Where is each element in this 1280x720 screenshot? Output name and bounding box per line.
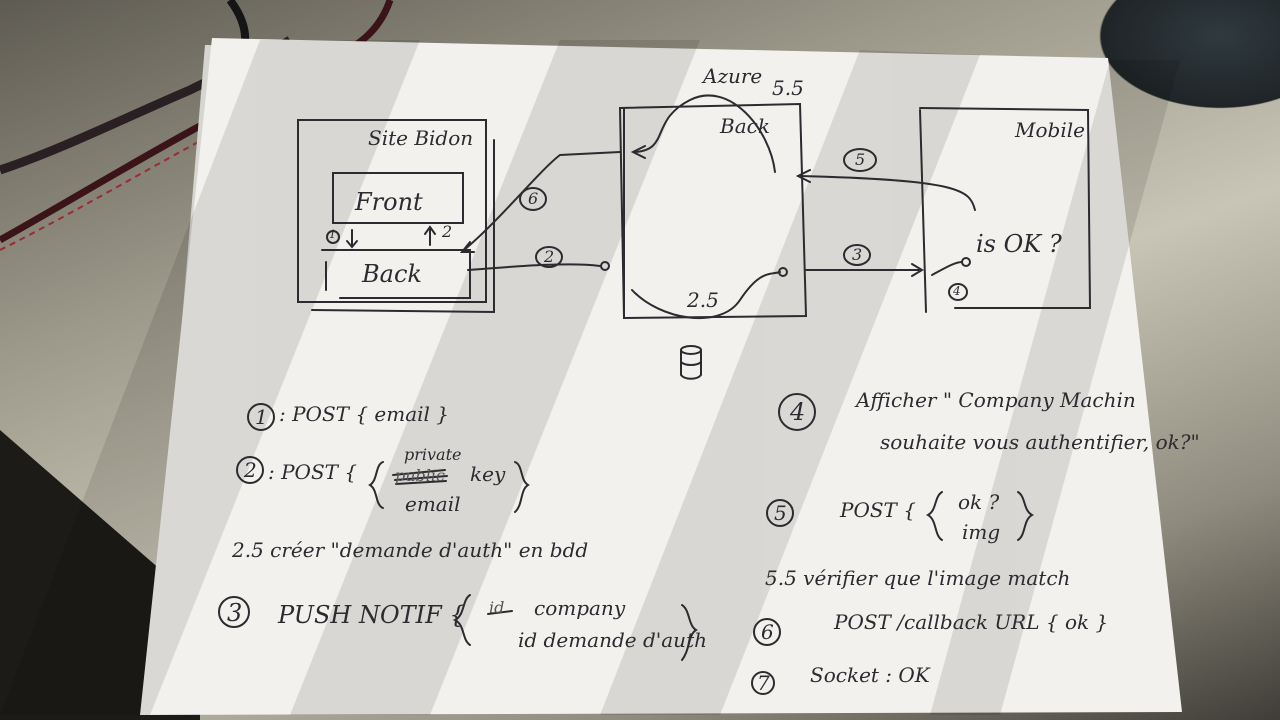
- note-7-number: 7: [757, 671, 770, 695]
- is-ok-text: is OK ?: [976, 230, 1062, 258]
- note-2-text: : POST {: [268, 460, 358, 484]
- marker-2-label: 2: [442, 222, 453, 241]
- azure-label: Azure: [703, 64, 763, 88]
- server-back-box: [618, 102, 808, 320]
- step-5-5-label: 5.5: [772, 76, 804, 100]
- note-3-number: 3: [227, 599, 243, 627]
- marker-6-circle: [519, 187, 547, 211]
- arrow-4-end: [961, 257, 971, 267]
- loop-2-5: [631, 271, 781, 320]
- note-circle-2: [236, 456, 264, 484]
- note-3-line2: id demande d'auth: [518, 628, 707, 652]
- arrow-4-hook: [931, 261, 963, 276]
- marker-2-circle: [535, 246, 563, 268]
- front-box: [332, 172, 464, 224]
- server-back-label: Back: [720, 114, 770, 138]
- note-circle-5: [766, 499, 794, 527]
- marker-3-circle: [843, 244, 871, 266]
- note-5-line2: img: [962, 520, 1001, 544]
- note-6-text: POST /callback URL { ok }: [834, 610, 1109, 634]
- arrow-2-end: [600, 261, 610, 271]
- arrow-up: [424, 225, 436, 246]
- brace-open-5: [925, 491, 943, 541]
- note-circle-4: [778, 393, 816, 431]
- site-title: Site Bidon: [368, 126, 474, 150]
- strike-public: [392, 469, 448, 485]
- brace-close-3: [681, 604, 698, 661]
- marker-5-number: 5: [855, 150, 866, 169]
- note-circle-6: [753, 618, 781, 646]
- brace-open-3: [452, 594, 471, 646]
- note-5-text: POST {: [840, 498, 916, 522]
- note-4-line2: souhaite vous authentifier, ok?": [880, 430, 1200, 454]
- note-circle-1: [247, 403, 275, 431]
- note-2-above: private: [404, 445, 462, 464]
- arrow-3: [805, 263, 924, 277]
- marker-6-number: 6: [528, 189, 539, 208]
- note-2-5-text: 2.5 créer "demande d'auth" en bdd: [232, 538, 589, 562]
- marker-1-circle: [326, 230, 340, 244]
- site-back-box: [321, 249, 471, 299]
- site-bidon-box-shadow: [311, 139, 495, 314]
- step-2-5-label: 2.5: [687, 288, 719, 312]
- mobile-title: Mobile: [1015, 118, 1085, 142]
- note-6-number: 6: [761, 620, 774, 644]
- note-2-struck: public: [395, 466, 445, 485]
- site-back-label: Back: [362, 260, 422, 288]
- note-2-number: 2: [244, 458, 257, 482]
- front-label: Front: [355, 188, 423, 216]
- mobile-box-edge: [919, 109, 927, 313]
- site-bidon-box: [297, 119, 487, 303]
- loop-5-5-arrow: [630, 145, 646, 159]
- note-3-struck: id: [489, 598, 505, 617]
- note-5-line1: ok ?: [958, 490, 1000, 514]
- note-2-after: key: [470, 462, 506, 486]
- glass-object: [1080, 0, 1280, 120]
- marker-2-number: 2: [544, 247, 555, 266]
- paper-page: [140, 38, 1182, 715]
- mobile-box: [919, 107, 1092, 309]
- note-circle-7: [751, 671, 775, 695]
- light-stripes: [0, 40, 1180, 715]
- note-3-text: PUSH NOTIF {: [278, 601, 465, 629]
- marker-5-circle: [843, 148, 877, 172]
- brace-close-2: [514, 461, 530, 513]
- note-circle-3: [218, 596, 250, 628]
- brace-open-2: [368, 461, 384, 509]
- note-7-text: Socket : OK: [810, 663, 930, 687]
- note-5-number: 5: [774, 501, 787, 525]
- note-1-number: 1: [255, 405, 268, 429]
- marker-4-number: 4: [953, 284, 961, 298]
- marker-3-number: 3: [852, 245, 863, 264]
- note-4-number: 4: [790, 398, 806, 426]
- arrow-5: [795, 169, 976, 211]
- loop-5-5: [634, 94, 776, 173]
- note-3-line1: company: [534, 596, 626, 620]
- note-4-text: Afficher " Company Machin: [856, 388, 1136, 412]
- database-icon-body: [680, 349, 702, 380]
- cable-stripe: [0, 69, 341, 251]
- note-1-text: : POST { email }: [279, 402, 450, 426]
- arrow-down: [346, 229, 358, 249]
- note-2-below: email: [405, 492, 461, 516]
- marker-1-label: 1: [329, 228, 336, 241]
- strike-id: [487, 610, 513, 615]
- note-5-5-text: 5.5 vérifier que l'image match: [765, 566, 1071, 590]
- brace-close-5: [1017, 491, 1035, 541]
- marker-4-circle: [948, 283, 968, 301]
- loop-2-5-end: [778, 267, 788, 277]
